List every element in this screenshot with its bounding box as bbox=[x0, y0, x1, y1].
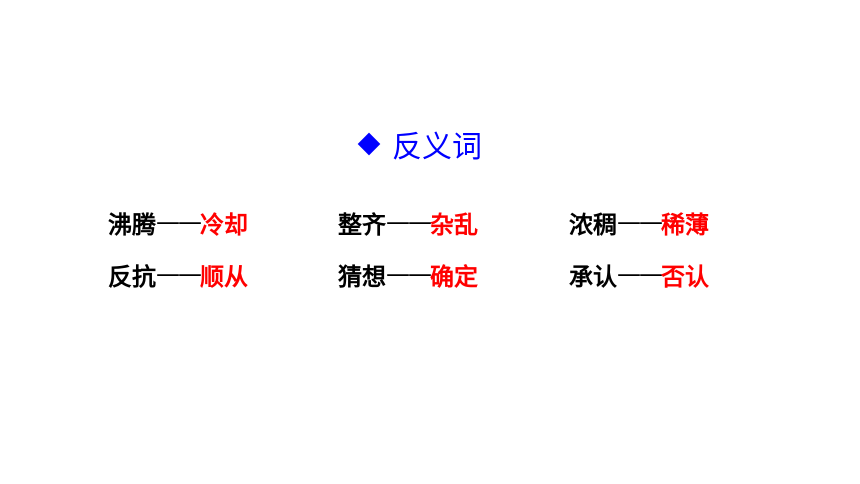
antonym-pair: 整齐——杂乱 bbox=[338, 196, 569, 248]
antonym: 否认 bbox=[661, 262, 709, 291]
antonym: 冷却 bbox=[200, 210, 248, 239]
dash: —— bbox=[617, 260, 663, 288]
antonym: 稀薄 bbox=[661, 210, 709, 239]
antonym-pair: 浓稠——稀薄 bbox=[569, 196, 769, 248]
word: 猜想 bbox=[338, 262, 386, 291]
word: 沸腾 bbox=[108, 210, 156, 239]
dash: —— bbox=[156, 208, 202, 236]
word: 浓稠 bbox=[569, 210, 617, 239]
antonym: 确定 bbox=[430, 262, 478, 291]
antonym-pair: 承认——否认 bbox=[569, 248, 769, 300]
dash: —— bbox=[386, 208, 432, 236]
word: 承认 bbox=[569, 262, 617, 291]
antonym-pair: 猜想——确定 bbox=[338, 248, 569, 300]
heading-title: 反义词 bbox=[392, 130, 482, 165]
antonym-list: 沸腾——冷却 整齐——杂乱 浓稠——稀薄 反抗——顺从 猜想——确定 承认——否… bbox=[108, 196, 769, 300]
word: 整齐 bbox=[338, 210, 386, 239]
dash: —— bbox=[156, 260, 202, 288]
section-heading: 反义词 bbox=[356, 122, 482, 166]
antonym-pair: 反抗——顺从 bbox=[108, 248, 338, 300]
dash: —— bbox=[386, 260, 432, 288]
antonym-pair: 沸腾——冷却 bbox=[108, 196, 338, 248]
dash: —— bbox=[617, 208, 663, 236]
word: 反抗 bbox=[108, 262, 156, 291]
antonym: 杂乱 bbox=[430, 210, 478, 239]
diamond-icon bbox=[357, 132, 381, 156]
antonym: 顺从 bbox=[200, 262, 248, 291]
